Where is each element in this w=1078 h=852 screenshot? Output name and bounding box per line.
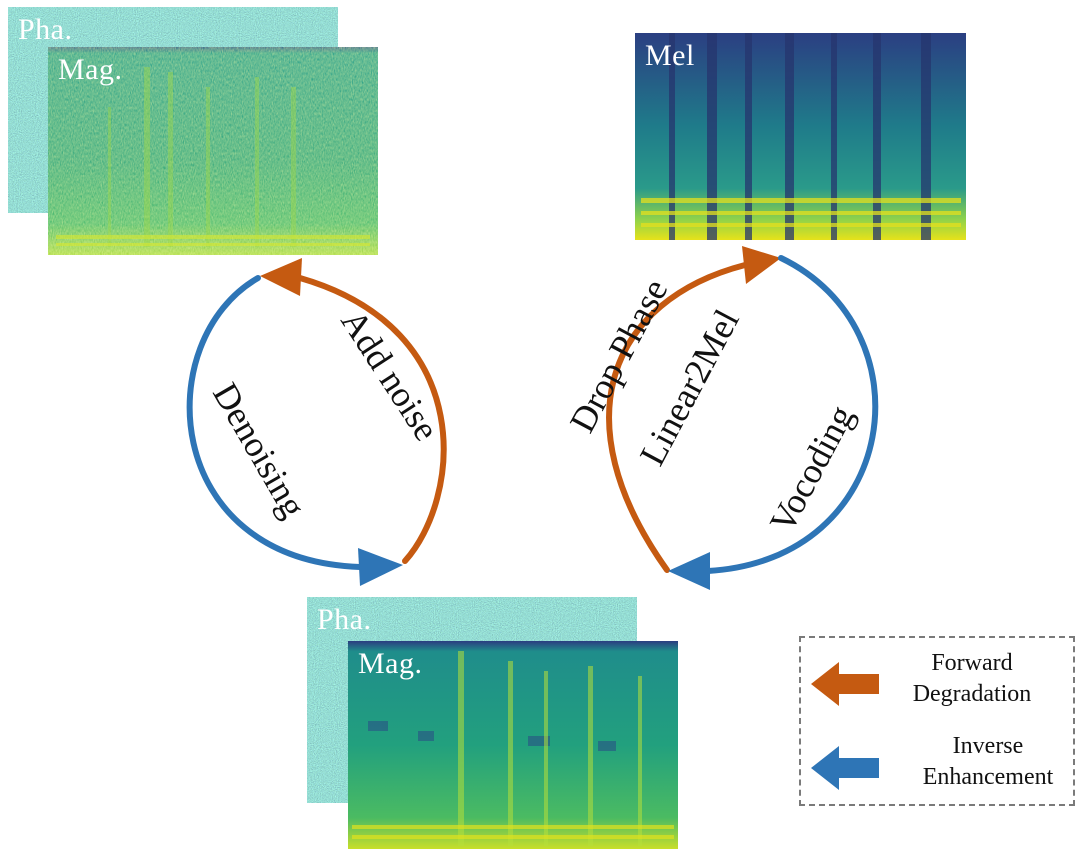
clean-magnitude-panel: Mag.: [348, 641, 678, 849]
linear2mel-arc: [606, 262, 748, 573]
noisy-phase-label: Pha.: [18, 13, 73, 46]
mel-spectrogram-panel: Mel: [635, 33, 966, 240]
mel-spectrogram-image: [635, 33, 966, 240]
denoising-arc: [186, 275, 363, 570]
clean-phase-label: Pha.: [317, 603, 372, 636]
noisy-magnitude-image: [48, 47, 378, 255]
linear2mel-arrowhead: [742, 246, 781, 284]
forward-line1: Forward: [931, 650, 1013, 676]
add-noise-arrowhead: [260, 258, 302, 296]
inverse-legend-arrow-icon: [811, 746, 879, 790]
forward-line2: Degradation: [912, 681, 1032, 707]
inverse-line1: Inverse: [952, 733, 1024, 759]
legend: [799, 636, 1075, 806]
noisy-magnitude-panel: Mag.: [48, 47, 378, 255]
clean-magnitude-label: Mag.: [358, 647, 423, 680]
forward-degradation-text: Forward Degradation: [900, 648, 1044, 710]
add-noise-arc: [297, 275, 447, 564]
forward-legend-arrow-icon: [811, 662, 879, 706]
inverse-enhancement-text: Inverse Enhancement: [905, 731, 1071, 793]
inverse-line2: Enhancement: [922, 764, 1054, 790]
vocoding-label: Vocoding: [762, 399, 862, 539]
vocoding-arc: [705, 255, 879, 574]
clean-magnitude-image: [348, 641, 678, 849]
denoising-arrowhead: [358, 548, 403, 586]
noisy-magnitude-label: Mag.: [58, 53, 123, 86]
mel-label: Mel: [645, 39, 695, 72]
vocoding-arrowhead: [668, 552, 710, 590]
